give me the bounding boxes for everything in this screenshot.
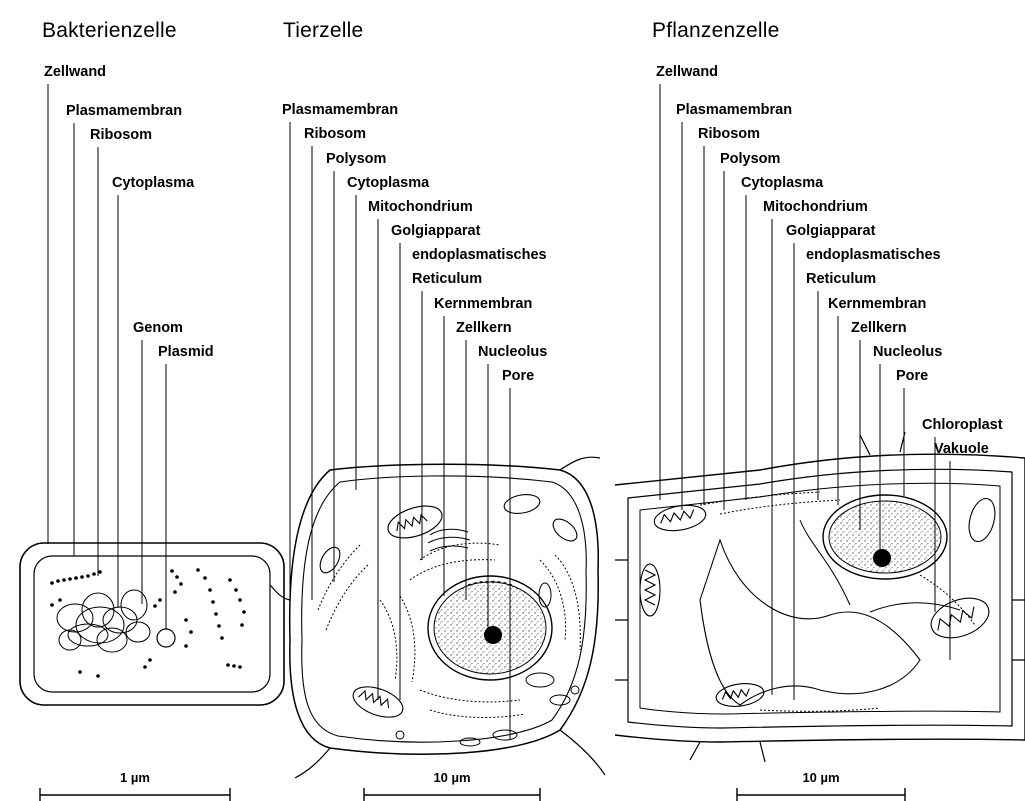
label-animal-pore: Pore: [502, 368, 534, 384]
label-plant-ribosom: Ribosom: [698, 126, 760, 142]
label-bacterial-plasmamembran: Plasmamembran: [66, 103, 182, 119]
animal-golgi: [428, 529, 470, 551]
plant-cell-drawing: [615, 432, 1025, 762]
plant-cell-wall-inner: [628, 469, 1012, 728]
label-animal-zellkern: Zellkern: [456, 320, 512, 336]
label-plant-plasmamembran: Plasmamembran: [676, 102, 792, 118]
label-bacterial-genom: Genom: [133, 320, 183, 336]
scale-label-animal: 10 µm: [433, 770, 470, 785]
label-plant-zellkern: Zellkern: [851, 320, 907, 336]
label-animal-plasmamembran: Plasmamembran: [282, 102, 398, 118]
label-bacterial-plasmid: Plasmid: [158, 344, 214, 360]
label-animal-polysom: Polysom: [326, 151, 386, 167]
title-bacterial-cell: Bakterienzelle: [42, 19, 177, 42]
plant-plasma-membrane: [640, 483, 1000, 714]
plant-chloroplasts: [640, 496, 999, 646]
label-animal-mitochondrium: Mitochondrium: [368, 199, 473, 215]
plant-nucleolus: [873, 549, 891, 567]
label-plant-pore: Pore: [896, 368, 928, 384]
bacterial-labels: Zellwand Plasmamembran Ribosom Cytoplasm…: [44, 64, 214, 629]
plant-labels: Zellwand Plasmamembran Ribosom Polysom C…: [656, 64, 1003, 700]
animal-cell-drawing: [270, 457, 605, 778]
scale-label-bacterial: 1 µm: [120, 770, 150, 785]
label-plant-chloroplast: Chloroplast: [922, 417, 1003, 433]
bacterial-genome: [57, 590, 150, 652]
label-plant-cytoplasma: Cytoplasma: [741, 175, 824, 191]
animal-nucleolus: [484, 626, 502, 644]
label-plant-vakuole: Vakuole: [934, 441, 989, 457]
label-animal-cytoplasma: Cytoplasma: [347, 175, 430, 191]
plant-nucleus: [823, 495, 947, 579]
label-animal-endoplasmatisches: endoplasmatisches: [412, 247, 547, 263]
label-plant-zellwand: Zellwand: [656, 64, 718, 80]
animal-nucleus: [428, 576, 552, 680]
label-plant-endoplasmatisches: endoplasmatisches: [806, 247, 941, 263]
label-bacterial-ribosom: Ribosom: [90, 127, 152, 143]
bacterial-cell-drawing: [20, 543, 284, 705]
label-plant-golgiapparat: Golgiapparat: [786, 223, 876, 239]
label-animal-nucleolus: Nucleolus: [478, 344, 547, 360]
bacterial-plasma-membrane: [34, 556, 270, 692]
label-bacterial-zellwand: Zellwand: [44, 64, 106, 80]
label-animal-kernmembran: Kernmembran: [434, 296, 532, 312]
scale-bar-plant: [737, 788, 905, 801]
title-plant-cell: Pflanzenzelle: [652, 19, 780, 42]
label-plant-polysom: Polysom: [720, 151, 780, 167]
label-bacterial-cytoplasma: Cytoplasma: [112, 175, 195, 191]
label-animal-golgiapparat: Golgiapparat: [391, 223, 481, 239]
title-animal-cell: Tierzelle: [283, 19, 363, 42]
label-plant-nucleolus: Nucleolus: [873, 344, 942, 360]
label-plant-reticulum: Reticulum: [806, 271, 876, 287]
bacterial-plasmid: [157, 629, 175, 647]
label-animal-ribosom: Ribosom: [304, 126, 366, 142]
bacterial-leader-lines: [48, 84, 166, 629]
scale-bar-bacterial: [40, 788, 230, 801]
bacterial-cell-wall: [20, 543, 284, 705]
label-plant-mitochondrium: Mitochondrium: [763, 199, 868, 215]
label-plant-kernmembran: Kernmembran: [828, 296, 926, 312]
bacterial-ribosomes: [50, 568, 246, 678]
label-animal-reticulum: Reticulum: [412, 271, 482, 287]
scale-bar-animal: [364, 788, 540, 801]
scale-label-plant: 10 µm: [802, 770, 839, 785]
